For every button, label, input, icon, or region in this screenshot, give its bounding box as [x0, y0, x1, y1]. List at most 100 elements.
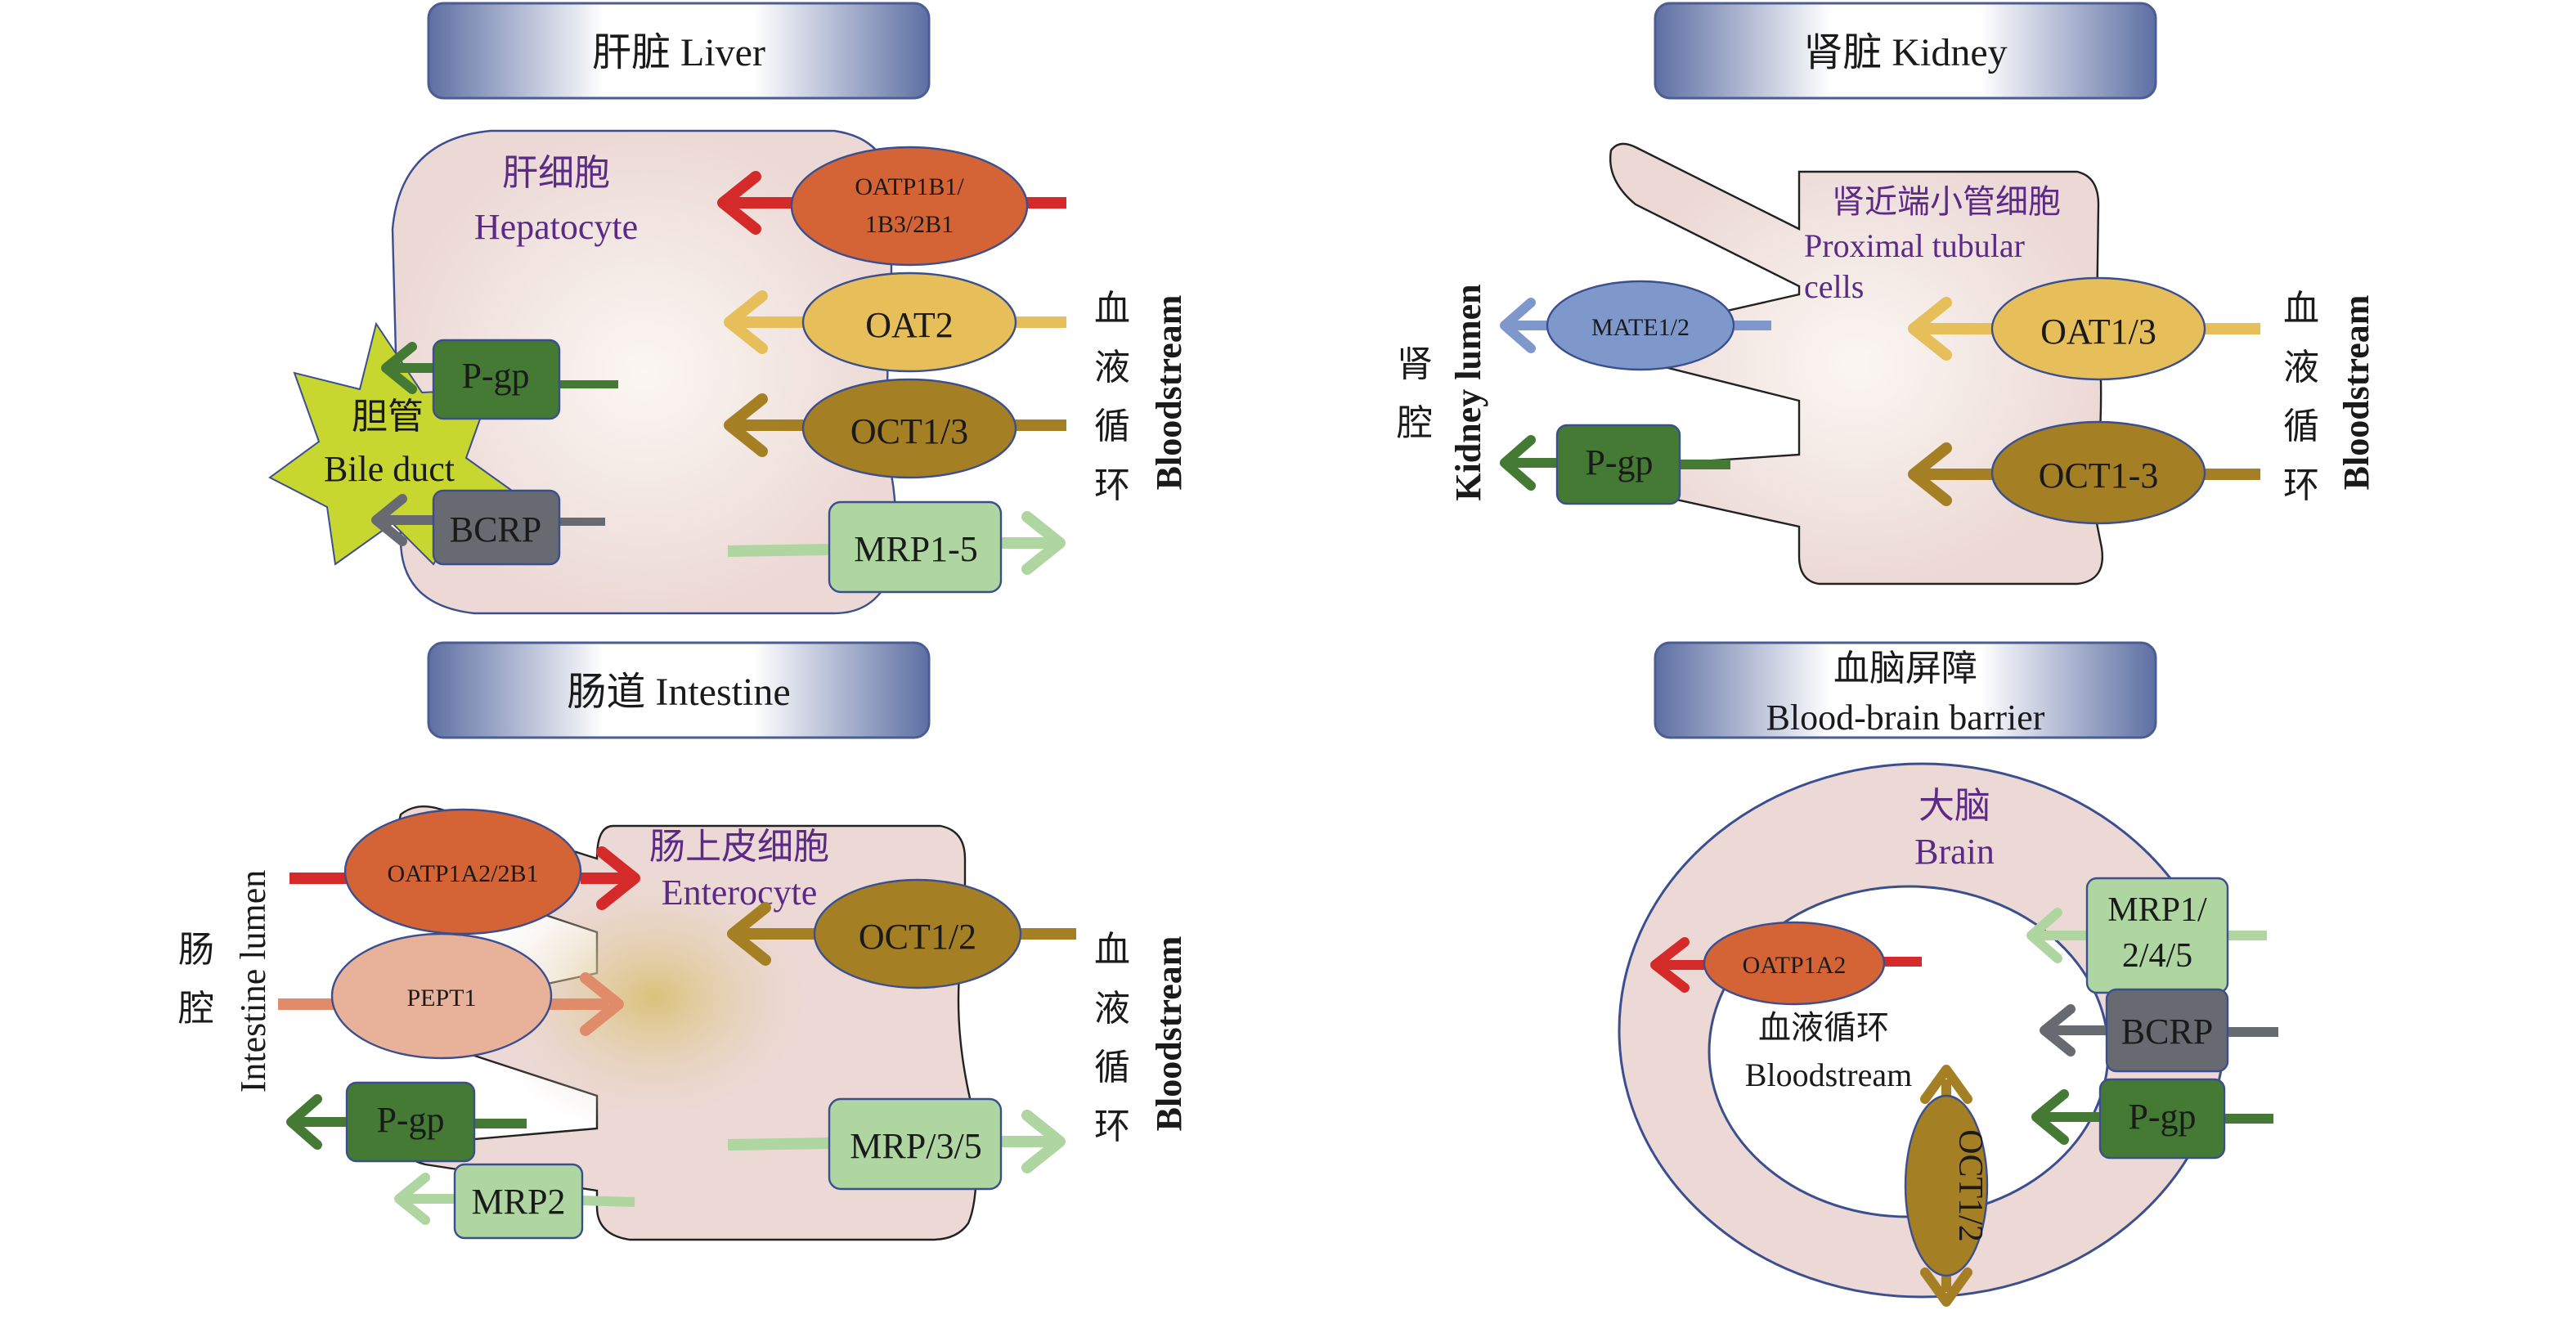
- liver-pgp-transporter: P-gp: [381, 339, 618, 420]
- liver-mrp-transporter: MRP1-5: [727, 500, 1066, 594]
- kidney-panel: 肾脏 Kidney 肾近端小管细胞 Proximal tubular cells…: [1397, 2, 2376, 585]
- intestine-banner: 肠道 Intestine: [427, 641, 931, 739]
- kidney-cell-label-en-2: cells: [1804, 268, 1864, 305]
- arrow-left-icon: [724, 290, 768, 354]
- arrow-up-icon: [1920, 1065, 1972, 1104]
- svg-text:肠: 肠: [178, 930, 214, 970]
- svg-text:MRP2: MRP2: [472, 1182, 566, 1222]
- liver-panel: 肝脏 Liver 肝细胞 Hepatocyte 胆管 Bile duct OAT…: [268, 2, 1189, 615]
- svg-text:Bloodstream: Bloodstream: [1149, 936, 1189, 1132]
- arrow-right-icon: [1021, 511, 1066, 575]
- svg-text:肾: 肾: [1397, 344, 1433, 384]
- arrow-left-icon: [286, 1094, 322, 1150]
- svg-text:液: 液: [1094, 348, 1130, 388]
- svg-text:P-gp: P-gp: [1585, 442, 1653, 482]
- bbb-bcrp-transporter: BCRP: [2040, 988, 2278, 1073]
- svg-text:Intestine lumen: Intestine lumen: [233, 870, 273, 1093]
- arrow-left-icon: [1500, 298, 1536, 353]
- enterocyte-label-en: Enterocyte: [662, 873, 818, 913]
- kidney-cell-label-en-1: Proximal tubular: [1804, 227, 2025, 264]
- kidney-cell-label-cn: 肾近端小管细胞: [1832, 183, 2061, 220]
- svg-text:P-gp: P-gp: [376, 1100, 444, 1140]
- svg-text:OCT1/2: OCT1/2: [1951, 1129, 1989, 1242]
- intestine-title: 肠道 Intestine: [567, 671, 790, 714]
- intestine-bloodstream-label: 血 液 循 环 Bloodstream: [1094, 930, 1189, 1146]
- svg-text:BCRP: BCRP: [450, 509, 542, 550]
- kidney-mate-transporter: MATE1/2: [1500, 280, 1771, 371]
- svg-text:OATP1B1/: OATP1B1/: [855, 173, 964, 200]
- arrow-left-icon: [1650, 937, 1690, 993]
- kidney-pgp-transporter: P-gp: [1500, 424, 1730, 505]
- intestine-lumen-label: 肠 腔 Intestine lumen: [178, 870, 273, 1093]
- svg-text:OAT2: OAT2: [865, 305, 954, 345]
- svg-text:环: 环: [2283, 465, 2319, 505]
- enterocyte-label-cn: 肠上皮细胞: [649, 827, 829, 867]
- svg-text:MRP1-5: MRP1-5: [854, 529, 978, 569]
- svg-text:OCT1-3: OCT1-3: [2039, 455, 2159, 496]
- liver-oatp-transporter: OATP1B1/ 1B3/2B1: [717, 146, 1066, 267]
- intestine-pgp-transporter: P-gp: [286, 1081, 527, 1163]
- svg-text:循: 循: [1094, 1048, 1130, 1088]
- arrow-left-icon: [717, 171, 761, 235]
- kidney-bloodstream-label: 血 液 循 环 Bloodstream: [2283, 289, 2376, 505]
- svg-text:OATP1A2/2B1: OATP1A2/2B1: [387, 860, 538, 887]
- kidney-title: 肾脏 Kidney: [1803, 31, 2007, 74]
- intestine-pept1-transporter: PEPT1: [278, 932, 624, 1060]
- intestine-oatp-transporter: OATP1A2/2B1: [289, 808, 640, 935]
- svg-text:血: 血: [1094, 930, 1130, 970]
- hepatocyte-label-en: Hepatocyte: [474, 207, 638, 247]
- intestine-mrp2-transporter: MRP2: [394, 1163, 635, 1240]
- bile-duct-label-cn: 胆管: [352, 397, 424, 437]
- svg-text:循: 循: [1094, 406, 1130, 446]
- svg-text:腔: 腔: [178, 989, 214, 1029]
- brain-label-en: Brain: [1914, 832, 1995, 872]
- svg-text:液: 液: [2283, 348, 2319, 388]
- svg-text:2/4/5: 2/4/5: [2122, 937, 2192, 975]
- liver-bcrp-transporter: BCRP: [371, 489, 605, 566]
- svg-text:环: 环: [1094, 465, 1130, 505]
- arrow-left-icon: [2031, 1089, 2069, 1145]
- liver-bloodstream-label: 血 液 循 环 Bloodstream: [1094, 289, 1189, 505]
- svg-text:血: 血: [2283, 289, 2319, 329]
- svg-text:Kidney lumen: Kidney lumen: [1448, 284, 1488, 500]
- intestine-mrp-transporter: MRP/3/5: [727, 1097, 1066, 1191]
- bbb-banner: 血脑屏障 Blood-brain barrier: [1654, 641, 2157, 739]
- arrow-down-icon: [1920, 1267, 1972, 1307]
- bbb-pgp-transporter: P-gp: [2031, 1078, 2273, 1160]
- arrow-right-icon: [596, 846, 640, 910]
- kidney-banner: 肾脏 Kidney: [1654, 2, 2157, 100]
- svg-text:P-gp: P-gp: [461, 356, 529, 396]
- kidney-oct-transporter: OCT1-3: [1908, 420, 2260, 525]
- arrow-left-icon: [381, 342, 417, 394]
- bbb-bloodstream-label-cn: 血液循环: [1758, 1009, 1889, 1046]
- intestine-oct-transporter: OCT1/2: [727, 878, 1076, 989]
- arrow-left-icon: [727, 902, 771, 966]
- svg-text:OATP1A2: OATP1A2: [1743, 952, 1847, 979]
- bbb-title-cn: 血脑屏障: [1833, 648, 1977, 689]
- bbb-bloodstream-label-en: Bloodstream: [1745, 1057, 1912, 1093]
- bbb-oatp-transporter: OATP1A2: [1650, 921, 1922, 1006]
- svg-text:Bloodstream: Bloodstream: [2336, 295, 2376, 491]
- svg-text:OCT1/3: OCT1/3: [850, 411, 968, 451]
- svg-text:循: 循: [2283, 406, 2319, 446]
- svg-text:BCRP: BCRP: [2121, 1012, 2214, 1052]
- svg-text:MATE1/2: MATE1/2: [1591, 314, 1690, 341]
- arrow-left-icon: [1908, 297, 1952, 361]
- svg-text:OAT1/3: OAT1/3: [2040, 312, 2156, 352]
- kidney-lumen-label: 肾 腔 Kidney lumen: [1397, 284, 1488, 500]
- intestine-panel: 肠道 Intestine 肠上皮细胞 Enterocyte OATP1A2/2B…: [178, 641, 1189, 1241]
- svg-text:MRP1/: MRP1/: [2107, 891, 2207, 929]
- arrow-left-icon: [394, 1173, 430, 1225]
- arrow-left-icon: [2026, 908, 2062, 963]
- svg-text:1B3/2B1: 1B3/2B1: [865, 211, 954, 238]
- bbb-oct-transporter: OCT1/2: [1904, 1065, 1989, 1307]
- hepatocyte-label-cn: 肝细胞: [502, 153, 610, 193]
- svg-text:OCT1/2: OCT1/2: [859, 917, 976, 957]
- svg-text:MRP/3/5: MRP/3/5: [850, 1126, 981, 1166]
- arrow-left-icon: [371, 494, 407, 546]
- bbb-title-en: Blood-brain barrier: [1766, 698, 2045, 738]
- svg-text:P-gp: P-gp: [2128, 1097, 2196, 1137]
- arrow-right-icon: [1021, 1110, 1066, 1173]
